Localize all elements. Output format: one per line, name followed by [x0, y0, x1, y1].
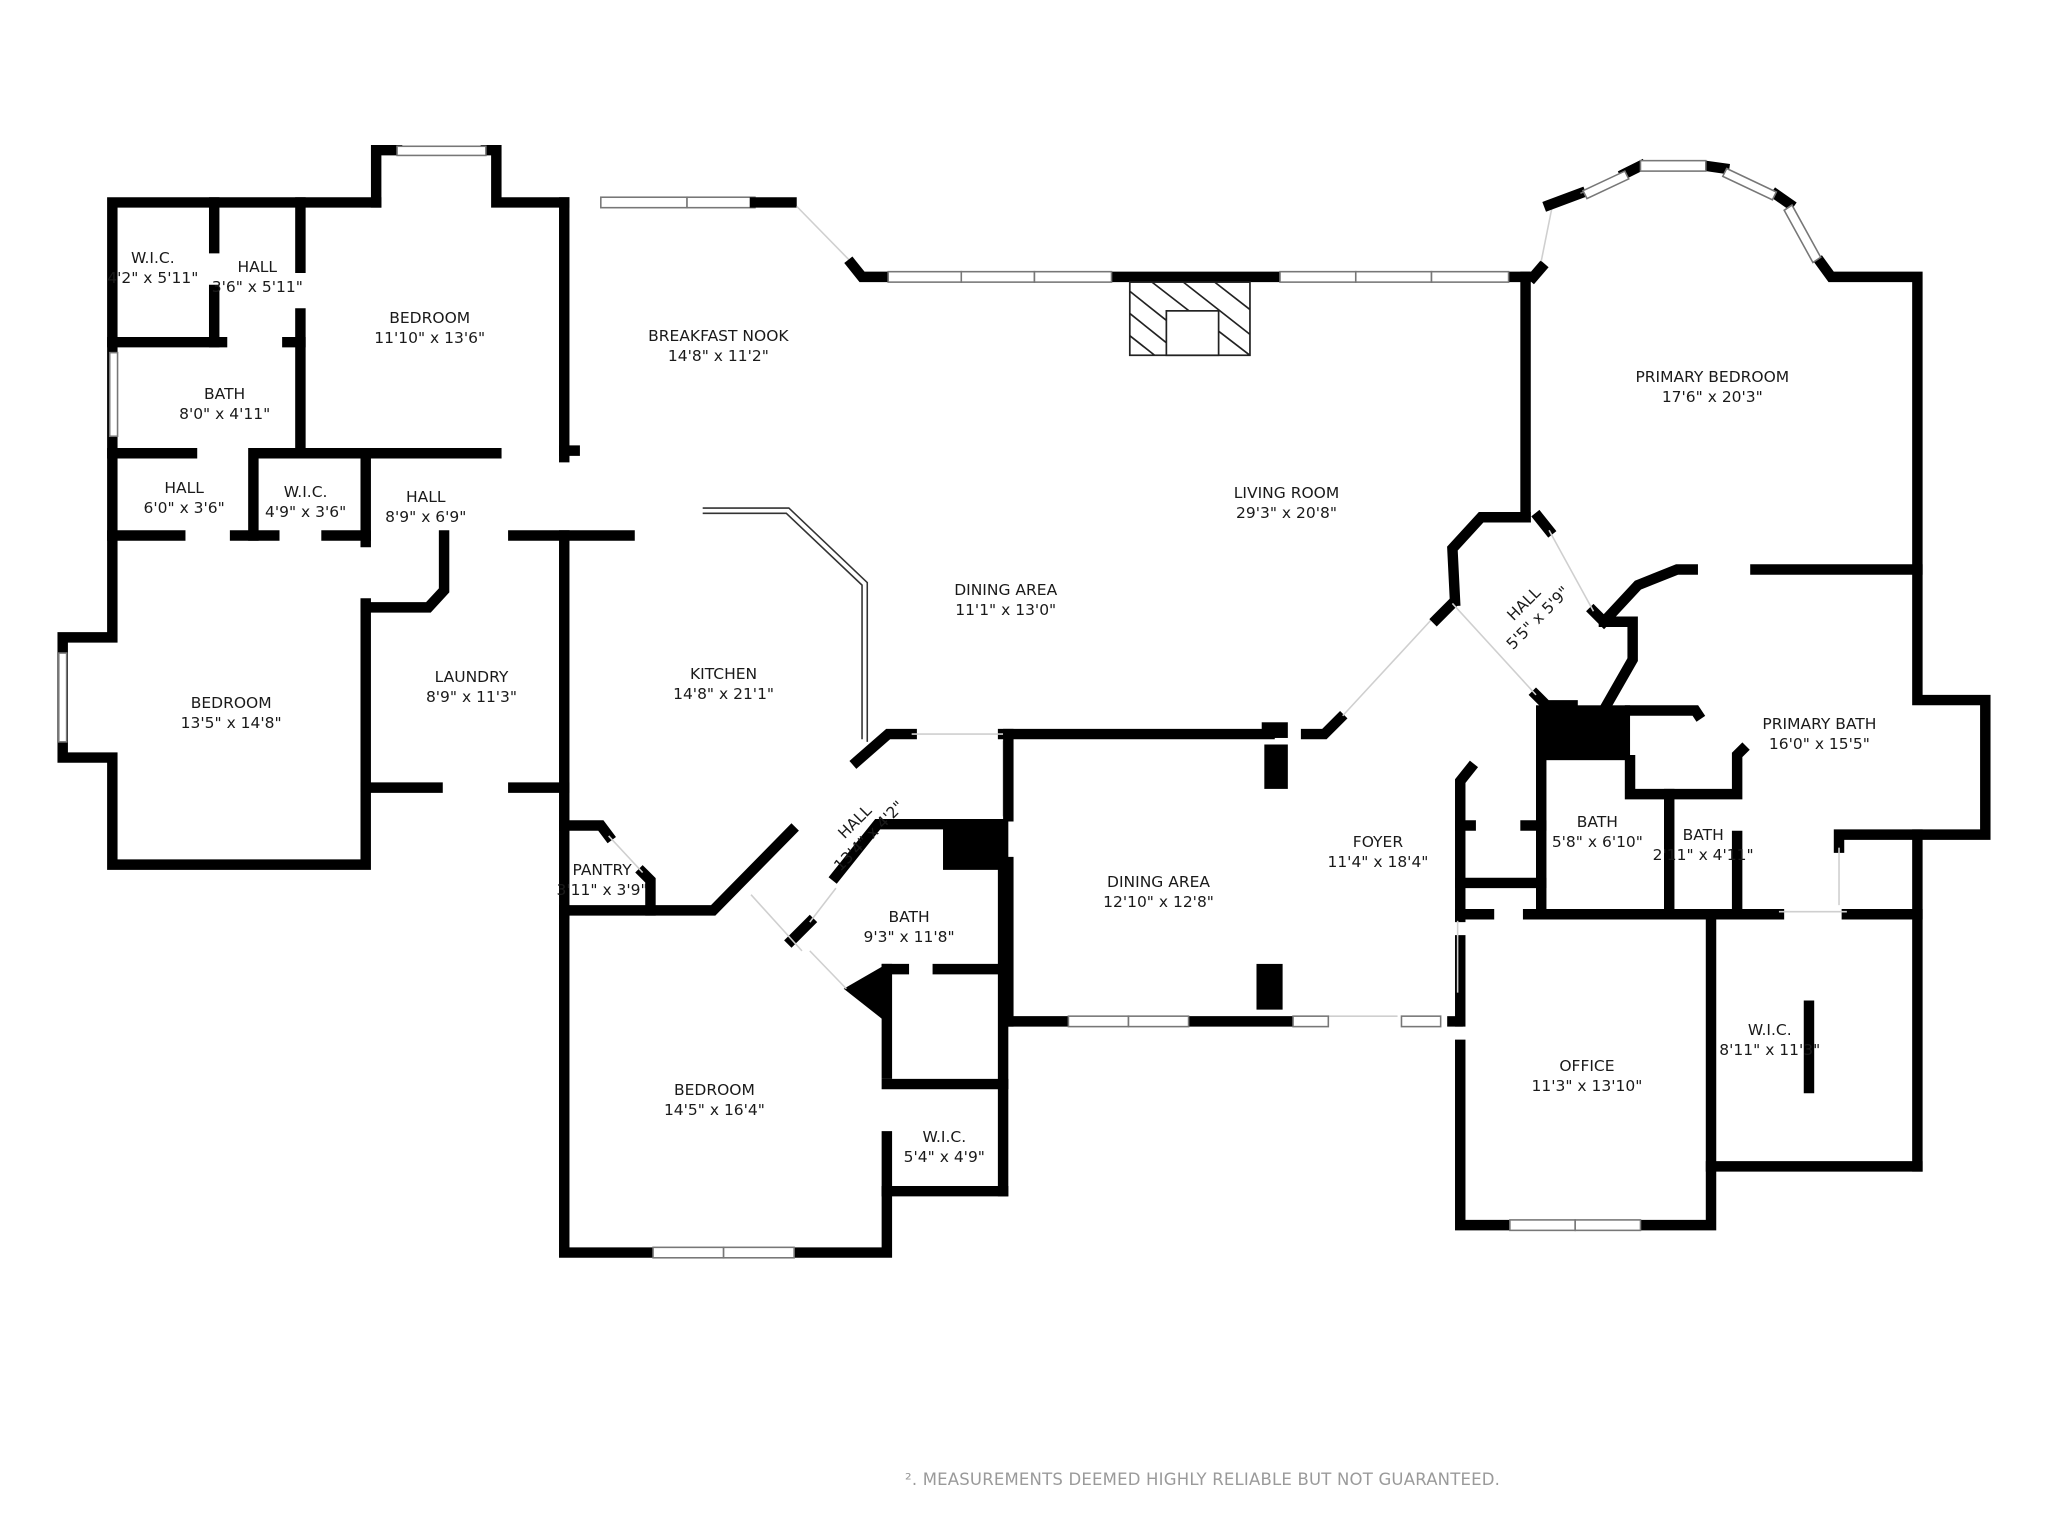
room-dimensions: 12'10" x 12'8" [1103, 893, 1214, 912]
walls-left-wing [57, 144, 635, 870]
room-name: DINING AREA [1107, 873, 1210, 892]
room-dimensions: 11'1" x 13'0" [955, 600, 1057, 619]
room-name: DINING AREA [954, 580, 1058, 599]
room-name: PRIMARY BATH [1762, 715, 1877, 734]
room-dimensions: 8'0" x 4'11" [179, 404, 271, 423]
room-dimensions: 6'0" x 3'6" [143, 498, 225, 517]
room-dimensions: 2'11" x 4'11" [1652, 846, 1754, 865]
room-name: LAUNDRY [434, 668, 509, 687]
room-dimensions: 8'9" x 6'9" [385, 507, 467, 526]
room-name: BEDROOM [389, 308, 471, 327]
room-dimensions: 11'3" x 13'10" [1531, 1077, 1643, 1096]
disclaimer-text: ². MEASUREMENTS DEEMED HIGHLY RELIABLE B… [905, 1470, 1501, 1489]
room-dimensions: 8'9" x 11'3" [425, 688, 518, 707]
fireplace-icon [1128, 281, 1251, 357]
room-name: BEDROOM [190, 694, 272, 713]
room-name: HALL [164, 478, 204, 497]
room-dimensions: 13'5" x 14'8" [180, 714, 282, 733]
room-name: W.I.C. [130, 248, 175, 267]
room-dimensions: 4'9" x 3'6" [264, 502, 347, 521]
room-name: W.I.C. [283, 482, 328, 501]
room-name: BEDROOM [673, 1080, 755, 1099]
walls-center [559, 197, 1531, 1258]
room-dimensions: 17'6" x 20'3" [1661, 387, 1763, 406]
room-dimensions: 11'10" x 13'6" [374, 328, 486, 347]
room-name: BATH [1576, 813, 1618, 831]
room-name: BATH [888, 908, 930, 927]
room-label-bath-3: BATH 5'8" x 6'10" [1552, 812, 1643, 852]
room-dimensions: 4'2" x 5'11" [107, 268, 199, 287]
room-dimensions: 5'4" x 4'9" [903, 1147, 985, 1166]
room-label-wic-3: W.I.C.5'4" x 4'9" [904, 1127, 985, 1167]
room-dimensions: 29'3" x 20'8" [1236, 503, 1337, 522]
room-name: LIVING ROOM [1233, 483, 1340, 502]
windows-left-wing [57, 145, 756, 743]
room-name: KITCHEN [689, 665, 758, 684]
room-dimensions: 14'5" x 16'4" [663, 1100, 765, 1119]
room-name: PRIMARY BEDROOM [1635, 367, 1790, 386]
room-name: HALL [237, 257, 278, 276]
room-dimensions: 5'8" x 6'10" [1551, 833, 1643, 851]
room-name: FOYER [1352, 832, 1404, 851]
room-dimensions: 11'4" x 18'4" [1327, 852, 1429, 871]
room-label-wic-1: W.I.C.4'2" x 5'11" [107, 248, 198, 288]
walls-right-wing [1429, 158, 1991, 1231]
room-name: PANTRY [572, 861, 632, 880]
room-name: OFFICE [1559, 1057, 1615, 1076]
room-dimensions: 3'11" x 3'9" [556, 881, 648, 900]
room-label-wic-4: W.I.C.8'11" x 11'3" [1719, 1020, 1820, 1060]
room-name: BATH [204, 384, 246, 403]
room-name: W.I.C. [922, 1127, 967, 1146]
room-name: BATH [1682, 826, 1724, 845]
room-dimensions: 9'3" x 11'8" [863, 928, 955, 947]
windows-center [652, 270, 1510, 1259]
room-dimensions: 14'8" x 21'1" [673, 685, 775, 704]
room-name: BREAKFAST NOOK [648, 327, 789, 346]
room-dimensions: 8'11" x 11'3" [1719, 1040, 1821, 1059]
room-dimensions: 16'0" x 15'5" [1768, 735, 1870, 754]
room-dimensions: 14'8" x 11'2" [667, 347, 769, 366]
windows-right-wing [1456, 159, 1847, 1232]
room-name: W.I.C. [1747, 1020, 1792, 1039]
room-name: HALL [406, 487, 446, 506]
room-label-wic-2: W.I.C.4'9" x 3'6" [265, 482, 346, 522]
room-dimensions: 3'6" x 5'11" [211, 277, 303, 296]
